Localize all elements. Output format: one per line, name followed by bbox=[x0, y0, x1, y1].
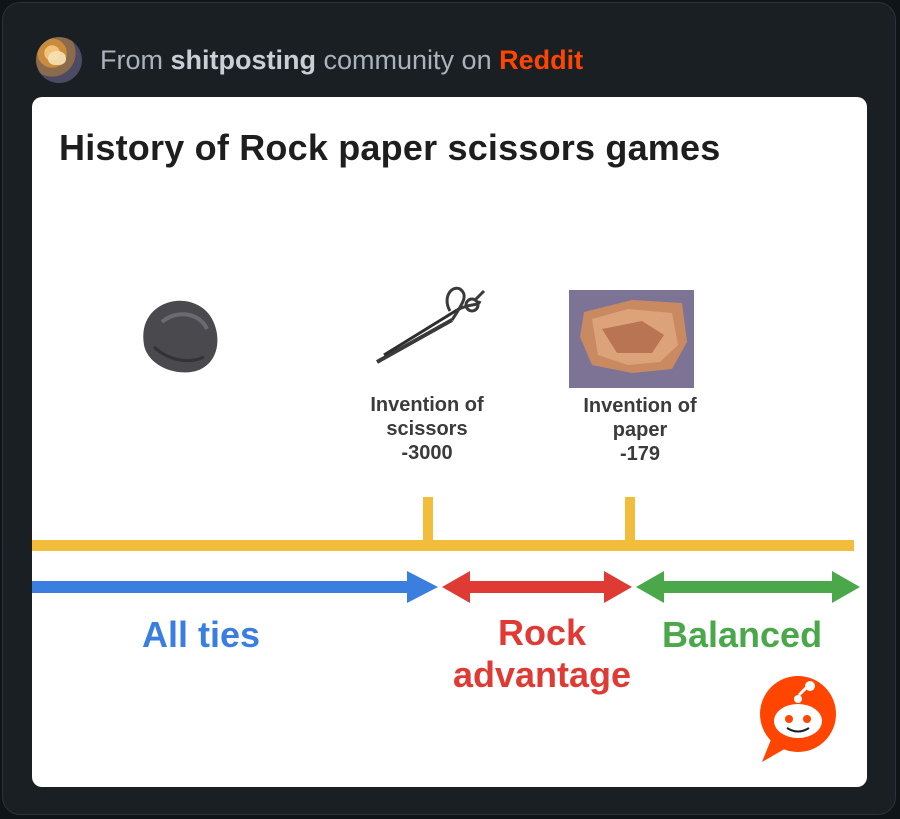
post-header: From shitposting community on Reddit bbox=[36, 35, 583, 85]
rock-advantage-arrow bbox=[442, 571, 632, 603]
source-prefix: From bbox=[100, 44, 163, 75]
paper-label: Invention of paper -179 bbox=[583, 395, 697, 465]
scissors-image bbox=[376, 286, 486, 364]
reddit-logo-icon bbox=[760, 676, 836, 762]
paper-tick bbox=[625, 497, 635, 547]
illustrations bbox=[32, 286, 860, 762]
community-link[interactable]: shitposting bbox=[170, 44, 316, 75]
community-avatar[interactable] bbox=[36, 37, 82, 83]
timeline-bar bbox=[32, 540, 854, 551]
source-middle: community on bbox=[323, 44, 492, 75]
all-ties-arrow bbox=[32, 571, 438, 603]
scissors-label: Invention of scissors -3000 bbox=[370, 394, 484, 464]
era-rock-advantage: Rock advantage bbox=[452, 612, 632, 695]
rock-image bbox=[143, 300, 218, 373]
platform-link[interactable]: Reddit bbox=[499, 44, 584, 75]
source-line: From shitposting community on Reddit bbox=[100, 45, 583, 76]
scissors-tick bbox=[423, 497, 433, 547]
era-balanced: Balanced bbox=[662, 614, 823, 655]
paper-image bbox=[569, 290, 694, 388]
meme-title: History of Rock paper scissors games bbox=[59, 127, 721, 168]
meme-image[interactable]: History of Rock paper scissors games bbox=[32, 97, 867, 787]
balanced-arrow bbox=[636, 571, 860, 603]
era-all-ties: All ties bbox=[142, 614, 261, 655]
